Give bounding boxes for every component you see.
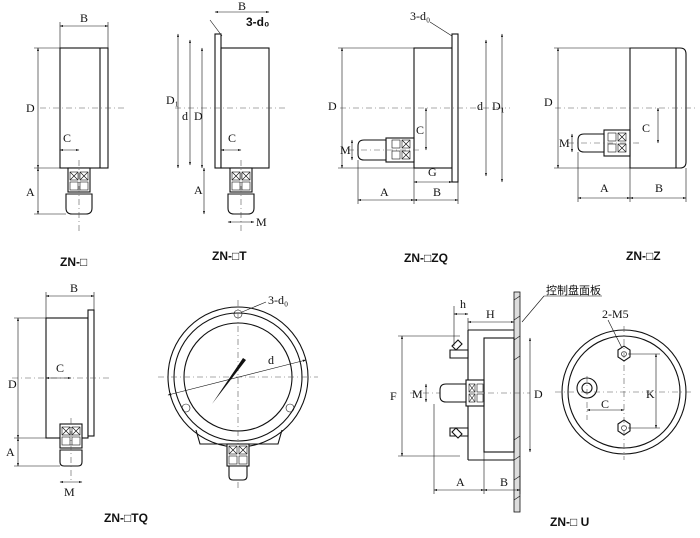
view-znzq: 3-d₀ D d D₁ C M G A B ZN-□ZQ [328, 9, 510, 265]
dim-B: B [80, 11, 88, 25]
caption-znz: ZN-□Z [626, 249, 661, 263]
dim-D1: D₁ [166, 93, 179, 107]
view-znz: D C M A B ZN-□Z [544, 47, 695, 263]
dim-C: C [416, 123, 424, 137]
caption-znzq: ZN-□ZQ [404, 251, 448, 265]
dim-C: C [228, 131, 236, 145]
label-control-panel: 控制盘面板 [546, 283, 601, 297]
dim-2m5: 2-M5 [602, 307, 629, 321]
dim-D: D [544, 95, 553, 109]
dim-G: G [428, 165, 437, 179]
dim-3d0: 3-d₀ [246, 15, 269, 29]
dim-D: D [328, 99, 337, 113]
dim-A: A [600, 181, 609, 195]
dim-A: A [26, 185, 35, 199]
dim-C: C [63, 131, 71, 145]
dim-d: d [477, 99, 483, 113]
dim-A: A [456, 475, 465, 489]
dim-C: C [642, 121, 650, 135]
control-panel [513, 291, 521, 513]
dim-B: B [500, 475, 508, 489]
dim-h: h [460, 297, 466, 311]
caption-znt: ZN-□T [212, 249, 247, 263]
dim-D: D [534, 387, 543, 401]
view-zn: B D C A ZN-□ [26, 11, 125, 269]
dim-A: A [6, 445, 15, 459]
caption-znu: ZN-□ U [550, 515, 589, 529]
dim-M: M [340, 143, 351, 157]
dim-3d0: 3-d₀ [410, 9, 430, 23]
dim-M: M [256, 215, 267, 229]
flange [214, 33, 222, 169]
dim-B: B [238, 0, 246, 13]
dim-C: C [56, 361, 64, 375]
dim-D1: D₁ [492, 99, 505, 113]
dim-B: B [433, 185, 441, 199]
case-body [483, 337, 515, 453]
dim-D: D [26, 101, 35, 115]
dim-A: A [380, 185, 389, 199]
pointer [212, 358, 246, 404]
view-znt: B 3-d₀ D₁ d D C A M ZN-□T [166, 0, 285, 263]
flange [87, 309, 95, 437]
view-zntq: B D C A M d 3-d₀ ZN-□TQ [6, 281, 318, 525]
dim-D: D [8, 377, 17, 391]
dim-K: K [646, 387, 655, 401]
dim-d: d [182, 109, 188, 123]
thread [439, 383, 467, 403]
view-znu: h H 控制盘面板 F M D A B 2-M5 K [390, 283, 694, 529]
dim-3d0: 3-d₀ [268, 293, 288, 307]
thread [357, 139, 387, 161]
dim-M: M [64, 485, 75, 499]
dim-M: M [412, 387, 423, 401]
dim-A: A [194, 183, 203, 197]
dim-H: H [486, 307, 495, 321]
caption-zntq: ZN-□TQ [104, 511, 148, 525]
dim-F: F [390, 389, 397, 403]
clamp-top [449, 349, 469, 359]
caption-zn: ZN-□ [60, 255, 87, 269]
dim-D: D [194, 109, 203, 123]
dim-C: C [601, 397, 609, 411]
dim-B: B [70, 281, 78, 295]
dim-d: d [268, 353, 274, 367]
dim-M: M [559, 136, 570, 150]
dim-B: B [655, 181, 663, 195]
